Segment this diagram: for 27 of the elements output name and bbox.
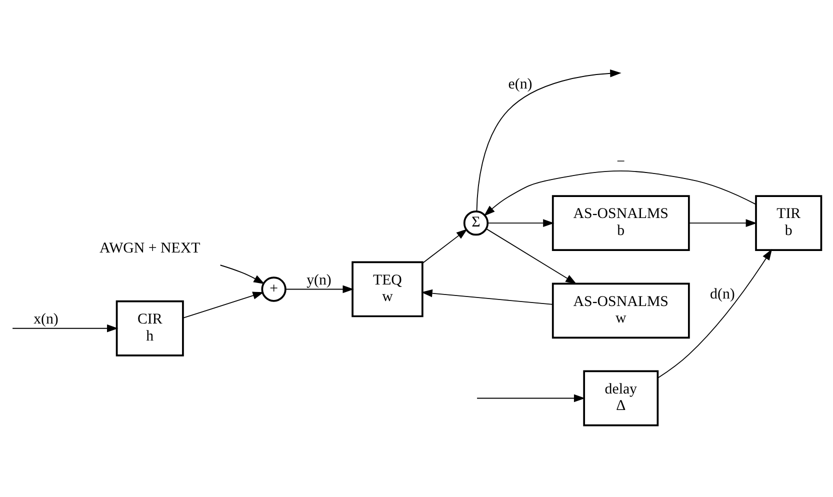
edge-label: e(n): [508, 76, 532, 92]
arrow: [688, 218, 757, 226]
arrow: [220, 264, 265, 284]
arrow: [422, 228, 468, 264]
node-box: TEQ w: [352, 260, 424, 317]
arrow: [285, 284, 354, 293]
node-box: delay Δ: [583, 370, 659, 426]
edge-label: d(n): [710, 286, 735, 302]
arrow: [658, 248, 772, 378]
node-text: AWGN + NEXT: [100, 240, 200, 256]
edge-label: −: [616, 154, 626, 170]
arrow: [421, 288, 554, 304]
arrow: [182, 291, 264, 318]
arrow: [486, 228, 577, 284]
node-box: AS-OSNALMS w: [552, 282, 690, 338]
arrow: [484, 170, 756, 216]
node-box: AS-OSNALMS b: [552, 194, 690, 251]
node-box: CIR h: [116, 300, 184, 356]
arrow: [476, 394, 586, 402]
edge-label: x(n): [34, 311, 58, 328]
arrow: [12, 324, 118, 332]
arrow: [487, 218, 554, 226]
node-box: TIR b: [755, 194, 822, 251]
node-circle: +: [261, 276, 286, 302]
arrow: [476, 68, 622, 212]
edge-label: y(n): [306, 272, 332, 288]
node-circle: Σ: [463, 210, 489, 236]
